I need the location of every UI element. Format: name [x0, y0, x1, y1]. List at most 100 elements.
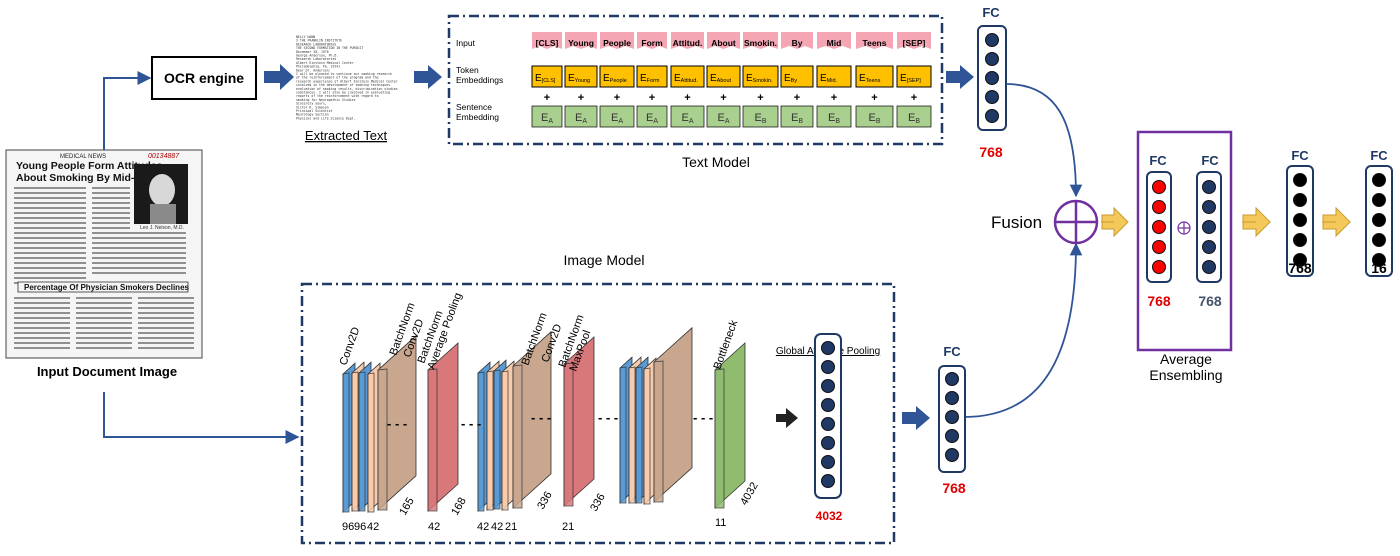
cnn-layer-edge — [501, 370, 509, 511]
text-model-caption: Text Model — [682, 154, 750, 170]
neuron — [821, 474, 835, 488]
fusion-label: Fusion — [991, 213, 1042, 232]
doc-header-right: 00134887 — [148, 153, 180, 160]
neuron — [821, 398, 835, 412]
sentence-embedding-label: EB — [828, 112, 840, 125]
input-document-image: MEDICAL NEWS 00134887 Young People Form … — [5, 149, 203, 359]
neuron — [1152, 260, 1166, 274]
ensemble-to-fc1-arrow — [1242, 206, 1271, 238]
fc1-to-fc2-arrow — [1322, 206, 1351, 238]
embedding-subscript: Teens — [866, 78, 881, 84]
embedding-subscript: About — [717, 78, 732, 84]
text-fc-label: FC — [982, 5, 1000, 20]
embedding-subscript: Young — [575, 78, 590, 84]
token-embedding-cell — [780, 65, 814, 88]
gap-neurons — [821, 341, 835, 488]
svg-text:- - -: - - - — [693, 410, 713, 425]
svg-text:- - -: - - - — [598, 410, 618, 425]
cnn-layer-edge — [342, 372, 350, 513]
neuron — [1202, 260, 1216, 274]
embedding-base: E — [541, 112, 548, 124]
final-fc2-label: FC — [1370, 148, 1388, 163]
text-line: Embedding — [456, 112, 499, 122]
doc-subheadline-box — [17, 281, 189, 293]
extracted-text-line: reports of the reinforcement with regard… — [296, 94, 379, 98]
embedding-base: E — [859, 73, 866, 84]
extracted-text-line: Physical and Life Science Dept. — [296, 116, 356, 120]
plus-sign: + — [794, 92, 800, 104]
neuron — [821, 417, 835, 431]
cnn-dimension-label: 336 — [535, 490, 555, 512]
ensemble-right-fc-label: FC — [1201, 153, 1219, 168]
sentence-embedding-label: EA — [611, 112, 623, 125]
extracted-text-line: Sincerely yours, — [296, 102, 327, 106]
neuron — [945, 391, 959, 405]
embedding-base: E — [755, 112, 762, 124]
token-embedding-cell — [531, 65, 563, 88]
neuron — [1293, 253, 1307, 267]
neuron — [1152, 220, 1166, 234]
cnn-layer-stack — [342, 326, 746, 513]
doc-body-text-left — [14, 187, 86, 284]
embedding-base: E — [710, 73, 717, 84]
embedding-subscript: Form — [647, 78, 660, 84]
extracted-text-line: Research Laboratories — [296, 57, 336, 61]
input-token-cell — [707, 32, 740, 49]
neuron — [945, 372, 959, 386]
embedding-subscript: [CLS] — [542, 78, 556, 84]
text-line: Embeddings — [456, 75, 503, 85]
doc-body-text-middle — [92, 187, 186, 274]
token-embedding-label: EYoung — [568, 73, 590, 84]
input-token-cell — [856, 32, 893, 49]
neuron — [1152, 180, 1166, 194]
plus-sign: + — [911, 92, 917, 104]
input-document-caption: Input Document Image — [37, 364, 177, 379]
cnn-dimension-label: 42 — [491, 521, 503, 533]
plus-sign: + — [720, 92, 726, 104]
input-token-cell — [637, 32, 667, 49]
embedding-subscript: B — [915, 118, 920, 125]
sentence-embedding-cell — [816, 105, 852, 128]
image-fc-value: 768 — [942, 480, 966, 496]
cnn-dimension-label: 21 — [505, 521, 517, 533]
cnn-dimension-label: 42 — [428, 521, 440, 533]
input-token-label: [CLS] — [536, 38, 559, 48]
image-fc-to-fusion-connector — [963, 242, 1083, 418]
embedding-base: E — [828, 112, 835, 124]
ocr-engine-label: OCR engine — [164, 70, 244, 86]
input-token-label: Mid — [827, 38, 842, 48]
doc-header-left: MEDICAL NEWS — [60, 154, 106, 160]
fusion-to-ensemble-arrow — [1101, 206, 1129, 238]
embedding-base: E — [640, 73, 647, 84]
cnn-layer-edge — [477, 371, 485, 512]
text-fc-value: 768 — [979, 144, 1003, 160]
cnn-layer-edge — [377, 368, 388, 511]
sentence-embedding-label: EA — [575, 112, 587, 125]
neuron — [1202, 200, 1216, 214]
ensemble-right-fc-value: 768 — [1198, 293, 1222, 309]
input-token-cell — [781, 32, 813, 49]
ocr-to-text-arrow — [264, 64, 294, 90]
embedding-subscript: A — [548, 118, 553, 125]
doc-headline-1: Young People Form Attitudes — [16, 160, 163, 172]
input-token-label: [SEP] — [903, 38, 926, 48]
cnn-layer-edge — [367, 372, 375, 513]
fusion-operator-icon — [1053, 199, 1099, 245]
token-embedding-label: EPeople — [603, 73, 627, 84]
embedding-subscript: A — [689, 118, 694, 125]
neuron — [1372, 213, 1386, 227]
input-token-cell — [565, 32, 597, 49]
input-token-label: Smokin. — [744, 38, 777, 48]
doc-photo-caption: Leo J. Nelson, M.D. — [140, 225, 184, 231]
embedding-subscript: Attitud. — [681, 78, 699, 84]
embedding-base: E — [603, 73, 610, 84]
neuron — [821, 360, 835, 374]
plus-sign: + — [871, 92, 877, 104]
text-model-to-fc-arrow — [946, 65, 974, 89]
cnn-dimension-label: 165 — [397, 496, 417, 518]
